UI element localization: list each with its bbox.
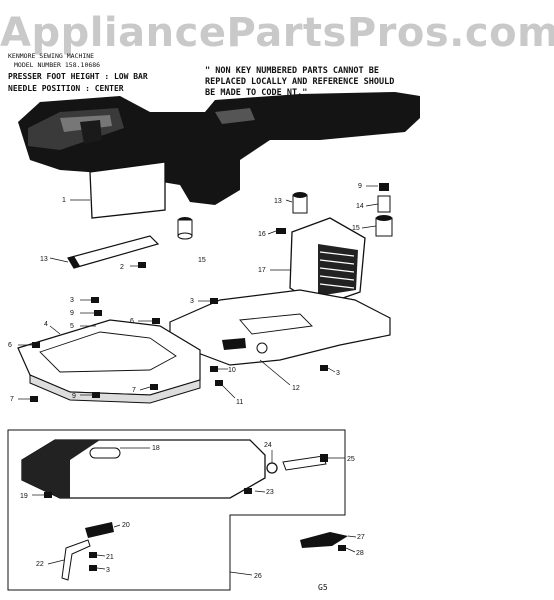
- part-label-7-right: 7: [132, 387, 136, 394]
- part-label-16: 16: [258, 231, 266, 238]
- part-label-6-left: 6: [8, 342, 12, 349]
- watermark-text: AppliancePartsPros.com: [0, 10, 554, 56]
- part-label-1: 1: [62, 197, 66, 204]
- part-label-2: 2: [120, 264, 124, 271]
- part-label-22: 22: [36, 561, 44, 568]
- screw-icon: [138, 262, 146, 268]
- part-label-3-c: 3: [336, 370, 340, 377]
- part-label-28: 28: [356, 550, 364, 557]
- part-label-15: 15: [352, 225, 360, 232]
- part-label-17: 17: [258, 267, 266, 274]
- part-label-21: 21: [106, 554, 114, 561]
- part-label-6-right: 6: [130, 318, 134, 325]
- base-plate: [169, 289, 391, 366]
- part-label-25: 25: [347, 456, 355, 463]
- face-plate: [89, 161, 166, 219]
- part-label-20: 20: [122, 522, 130, 529]
- part-label-23: 23: [266, 489, 274, 496]
- part-label-9-b: 9: [72, 393, 76, 400]
- bed-frame: [17, 319, 201, 404]
- part-label-15-bushing: 15: [198, 257, 206, 264]
- lamp-housing: [276, 217, 366, 307]
- part-label-3-b: 3: [190, 298, 194, 305]
- needle-position-spec: NEEDLE POSITION : CENTER: [8, 84, 124, 93]
- lower-section-frame: [7, 429, 346, 591]
- part-label-13-bushing: 13: [274, 198, 282, 205]
- part-label-12: 12: [292, 385, 300, 392]
- part-label-5: 5: [70, 323, 74, 330]
- part-label-7-left: 7: [10, 396, 14, 403]
- part-label-9-a: 9: [70, 310, 74, 317]
- brand-line: KENMORE SEWING MACHINE: [8, 52, 95, 60]
- page-code: G5: [318, 583, 328, 592]
- part-label-27: 27: [357, 534, 365, 541]
- part-label-9-top: 9: [358, 183, 362, 190]
- part-label-24: 24: [264, 442, 272, 449]
- free-arm-cover: [21, 439, 266, 499]
- model-line: MODEL NUMBER 158.10686: [14, 61, 101, 69]
- replacement-note: " NON KEY NUMBERED PARTS CANNOT BE REPLA…: [205, 66, 395, 98]
- part-label-10: 10: [228, 367, 236, 374]
- arm-housing: [18, 92, 420, 205]
- part-label-11: 11: [236, 399, 243, 406]
- part-label-13-rod: 13: [40, 256, 48, 263]
- part-label-26: 26: [254, 573, 262, 580]
- part-label-4: 4: [44, 321, 48, 328]
- part-label-18: 18: [152, 445, 160, 452]
- part-label-3-a: 3: [70, 297, 74, 304]
- part-label-3-d: 3: [106, 567, 110, 574]
- presser-foot-spec: PRESSER FOOT HEIGHT : LOW BAR: [8, 72, 148, 81]
- part-label-14: 14: [356, 203, 364, 210]
- part-label-19: 19: [20, 493, 28, 500]
